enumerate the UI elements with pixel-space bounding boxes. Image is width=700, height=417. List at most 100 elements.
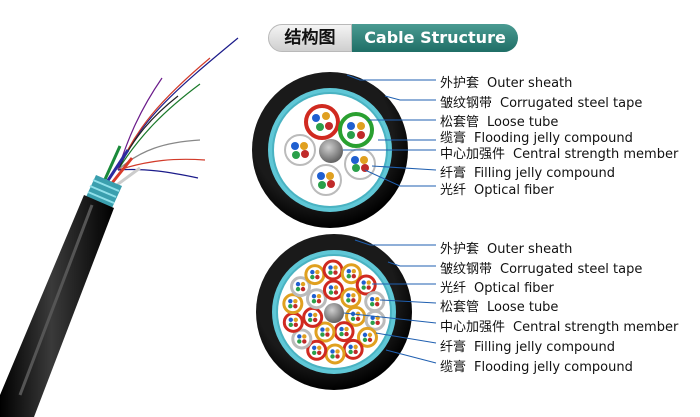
- bottom-optical-fiber: [339, 331, 344, 337]
- bottom-optical-fiber: [348, 349, 353, 355]
- bottom-loose-tube: [340, 287, 362, 309]
- bottom-optical-fiber: [330, 349, 335, 354]
- bottom-optical-fiber: [293, 298, 298, 304]
- bottom-optical-fiber: [335, 354, 340, 359]
- bottom-loose-tube: [305, 288, 327, 310]
- bottom-cross-section: [256, 234, 412, 390]
- bottom-optical-fiber: [320, 327, 325, 332]
- bottom-optical-fiber: [351, 274, 356, 279]
- bottom-optical-fiber: [300, 286, 306, 292]
- bottom-optical-fiber: [335, 349, 340, 354]
- top-loose-tube-2: [338, 112, 374, 148]
- bottom-optical-fiber: [307, 312, 313, 318]
- cable-side-view: [0, 37, 239, 417]
- bottom-optical-fiber: [370, 296, 375, 302]
- bottom-central-strength-member: [324, 303, 344, 323]
- top-central-strength-member: [319, 139, 343, 163]
- bottom-loose-tube: [304, 264, 326, 286]
- bottom-optical-fiber: [288, 322, 293, 328]
- bottom-optical-fiber: [346, 298, 351, 303]
- top-loose-tube-1: [304, 104, 340, 140]
- top-loose-tube-5: [310, 164, 342, 196]
- bottom-optical-fiber: [361, 285, 366, 290]
- bottom-optical-fiber: [297, 339, 302, 344]
- bottom-loose-tubes: [282, 259, 386, 365]
- bottom-loose-tube: [290, 276, 312, 298]
- bottom-loose-tube: [291, 328, 313, 350]
- bottom-optical-fiber: [293, 303, 298, 309]
- bottom-optical-fiber: [367, 337, 373, 343]
- bottom-optical-fiber: [344, 326, 349, 332]
- bottom-optical-fiber: [325, 327, 330, 332]
- bottom-optical-fiber: [351, 269, 356, 274]
- bottom-optical-fiber: [325, 332, 330, 337]
- bottom-optical-fiber: [316, 299, 322, 304]
- bottom-optical-fiber: [295, 281, 301, 287]
- bottom-optical-fiber: [312, 350, 317, 355]
- bottom-optical-fiber: [328, 270, 333, 275]
- bottom-optical-fiber: [333, 270, 338, 275]
- bottom-optical-fiber: [370, 320, 375, 326]
- bottom-optical-fiber: [297, 334, 302, 339]
- bottom-optical-fiber: [293, 322, 298, 328]
- bottom-optical-fiber: [312, 317, 318, 323]
- bottom-loose-tube: [302, 306, 324, 328]
- bottom-optical-fiber: [375, 296, 380, 302]
- bottom-optical-fiber: [307, 317, 313, 323]
- bottom-loose-tube: [333, 321, 355, 343]
- bottom-optical-fiber: [317, 345, 322, 350]
- bottom-optical-fiber: [317, 350, 322, 355]
- bottom-loose-tube: [364, 309, 386, 331]
- bottom-optical-fiber: [366, 285, 371, 290]
- bottom-optical-fiber: [346, 274, 351, 279]
- header-pill: 结构图 Cable Structure: [268, 24, 518, 52]
- bottom-optical-fiber: [333, 265, 338, 270]
- bottom-optical-fiber: [293, 317, 298, 323]
- bottom-leader-lines: [343, 239, 437, 364]
- top-cross-section: [252, 72, 408, 228]
- bottom-optical-fiber: [288, 303, 293, 309]
- bottom-optical-fiber: [328, 285, 334, 290]
- bottom-optical-fiber: [339, 326, 344, 332]
- bottom-optical-fiber: [351, 298, 356, 303]
- bottom-loose-tube: [324, 343, 346, 365]
- bottom-optical-fiber: [311, 294, 317, 299]
- bottom-optical-fiber: [328, 290, 334, 295]
- bottom-loose-tube: [356, 326, 378, 348]
- bottom-optical-fiber: [311, 299, 317, 304]
- bottom-optical-fiber: [361, 280, 366, 285]
- bottom-optical-fiber: [310, 274, 315, 280]
- bottom-optical-fiber: [353, 344, 358, 350]
- cable-body: [0, 195, 114, 417]
- bottom-loose-tube: [340, 263, 362, 285]
- top-loose-tube-3: [284, 134, 316, 166]
- bottom-optical-fiber: [344, 331, 349, 337]
- bottom-optical-fiber: [300, 281, 306, 287]
- bottom-optical-fiber: [333, 285, 339, 290]
- bottom-optical-fiber: [310, 269, 315, 275]
- bottom-optical-fiber: [367, 332, 373, 338]
- bottom-optical-fiber: [375, 320, 380, 326]
- bottom-optical-fiber: [315, 274, 320, 280]
- bottom-optical-fiber: [312, 345, 317, 350]
- bottom-loose-tube: [342, 338, 364, 360]
- bottom-optical-fiber: [288, 317, 293, 323]
- fiber-strands: [117, 37, 239, 179]
- bottom-optical-fiber: [362, 337, 368, 343]
- bottom-optical-fiber: [315, 269, 320, 275]
- bottom-optical-fiber: [330, 354, 335, 359]
- steel-tape-section: [86, 175, 122, 208]
- bottom-optical-fiber: [366, 280, 371, 285]
